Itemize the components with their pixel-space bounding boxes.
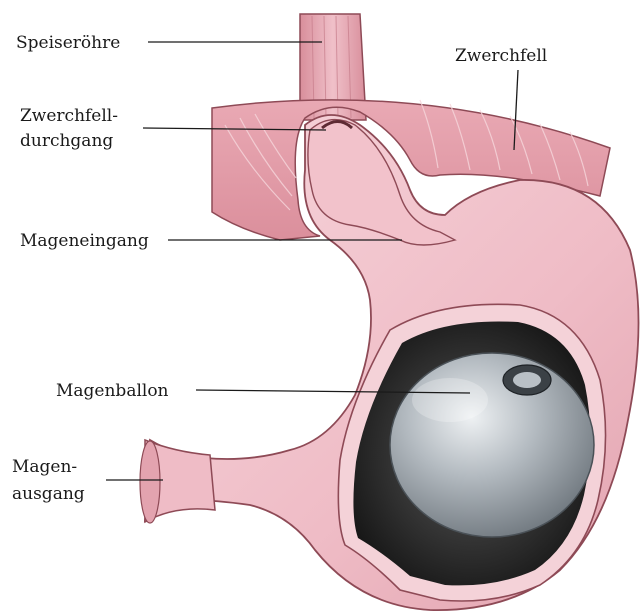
label-hiatus-line1: Zwerchfell- (20, 106, 118, 126)
label-balloon: Magenballon (56, 381, 169, 401)
label-esophagus: Speiseröhre (16, 33, 120, 53)
label-cardia: Mageneingang (20, 231, 149, 251)
label-pylorus-line2: ausgang (12, 484, 85, 504)
label-hiatus-line2: durchgang (20, 131, 113, 151)
label-pylorus-line1: Magen- (12, 457, 77, 477)
label-diaphragm: Zwerchfell (455, 46, 547, 66)
gastric-balloon (390, 353, 594, 537)
